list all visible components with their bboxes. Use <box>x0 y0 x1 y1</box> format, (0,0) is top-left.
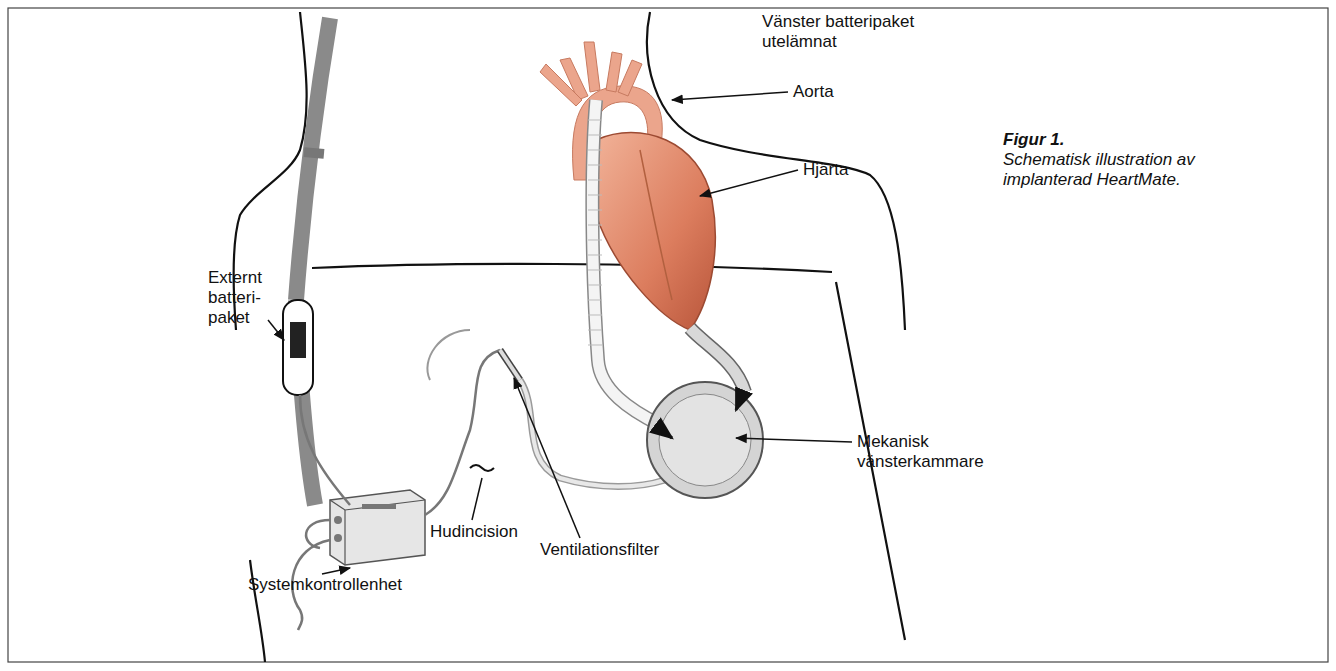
figure-caption: Schematisk illustration av implanterad H… <box>1003 150 1218 190</box>
figure-frame <box>8 8 1328 662</box>
controller-connectors <box>334 504 396 542</box>
graft-ribs <box>588 120 602 345</box>
part-label: Aorta <box>793 82 834 102</box>
system-controller <box>330 490 425 565</box>
figure-title: Figur 1. <box>1003 130 1064 150</box>
part-label: Mekanisk vänsterkammare <box>857 432 984 472</box>
mechanical-ventricle <box>647 382 763 498</box>
part-label: Externt batteri- paket <box>208 268 262 328</box>
battery-holster <box>283 300 313 395</box>
leader-lines <box>268 92 852 574</box>
outflow-graft <box>592 100 660 425</box>
body-outline <box>234 12 905 662</box>
skin-incision <box>470 465 494 471</box>
part-label: Systemkontrollenhet <box>248 575 402 595</box>
note-label: Vänster batteripaket utelämnat <box>762 12 932 52</box>
drive-line <box>520 380 665 487</box>
part-label: Ventilationsfilter <box>540 540 659 560</box>
vent-tube <box>427 330 470 380</box>
shoulder-strap <box>296 18 330 300</box>
strap-buckle <box>304 147 325 159</box>
part-label: Hudincision <box>430 522 518 542</box>
battery-pack <box>290 322 306 358</box>
ventilation-filter <box>500 350 520 380</box>
heart <box>590 133 715 331</box>
part-label: Hjärta <box>803 160 848 180</box>
